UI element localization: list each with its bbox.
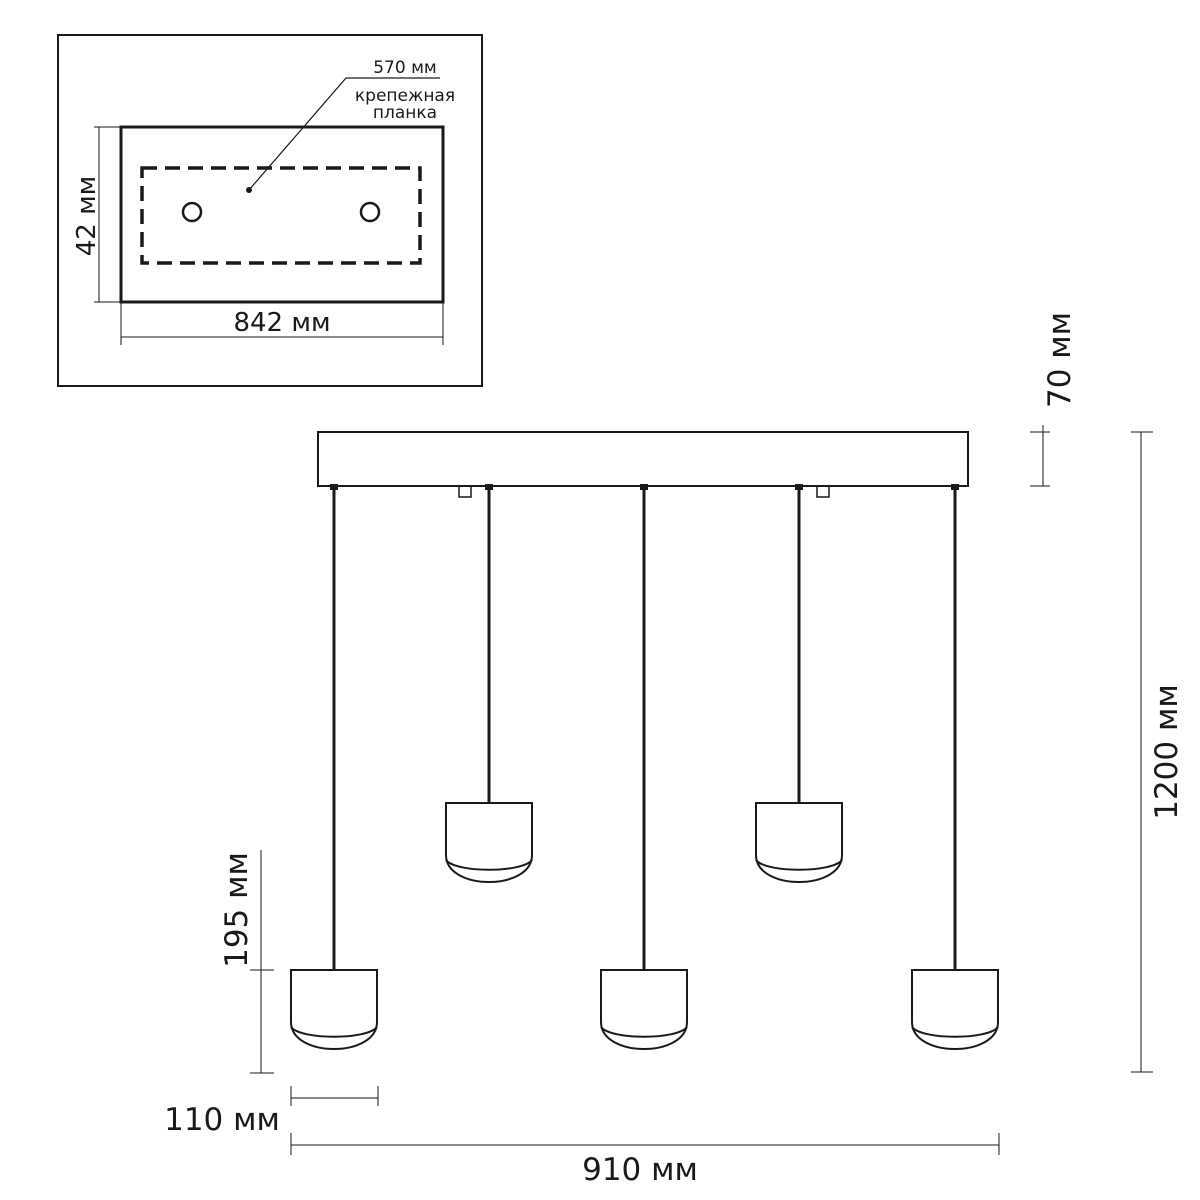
inset-frame [57,34,483,387]
pendant-4 [755,484,843,883]
canopy-height-dimension: 70 мм [1030,312,1078,487]
canopy-top-view-inset: 570 мм крепежная планка 42 мм 842 мм [57,34,483,387]
inset-width-label: 842 мм [233,308,330,338]
cord-cap [330,484,338,490]
pendant-5 [911,484,999,1050]
pendant-3 [600,484,688,1050]
shade-lens-line [755,859,843,871]
pendant-1 [290,484,378,1050]
pendant-2 [445,484,533,883]
total-height-label: 1200 мм [1149,684,1185,820]
mounting-plate-dashed [140,166,422,265]
shade-width-label: 110 мм [164,1102,280,1138]
cord-cap [951,484,959,490]
shade-lens-line [600,1026,688,1038]
shade-height-label: 195 мм [219,852,255,968]
canopy-bar [317,431,969,487]
cord-cap [485,484,493,490]
mounting-hole-right [359,201,381,223]
cord-cap [795,484,803,490]
canopy-height-label: 70 мм [1042,312,1078,408]
shade-lens-line [290,1026,378,1038]
mounting-hole-left [181,201,203,223]
pendants-group [290,484,999,1050]
shade-lens-line [445,859,533,871]
canopy-clip-right [816,485,830,498]
total-width-dimension: 910 мм [290,1133,1000,1188]
total-height-dimension: 1200 мм [1131,431,1185,1073]
shade-height-dimension: 195 мм [219,850,274,1074]
shade-width-dimension: 110 мм [164,1086,379,1138]
shade-lens-line [911,1026,999,1038]
canopy-outline [119,125,445,304]
inset-height-label: 42 мм [72,176,102,257]
leader-line [248,77,440,191]
mounting-plate-caption-1: крепежная [355,86,455,106]
mounting-plate-dimension-label: 570 мм [373,58,437,78]
mounting-plate-caption-2: планка [373,103,437,123]
canopy-clip-left [458,485,472,498]
cord-cap [640,484,648,490]
total-width-label: 910 мм [582,1152,698,1188]
